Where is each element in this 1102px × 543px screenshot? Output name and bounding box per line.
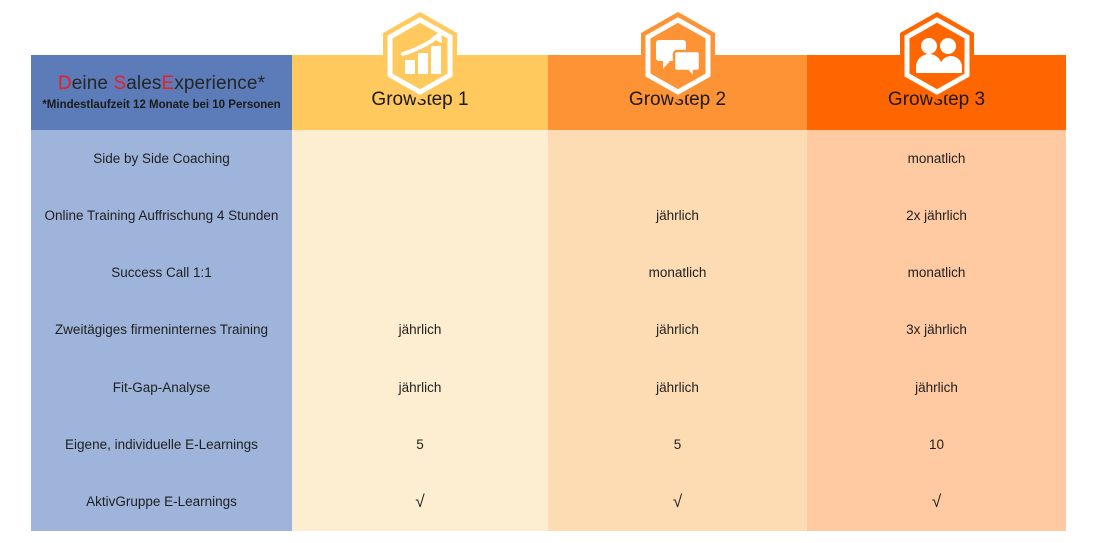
table-body: Side by Side Coaching Online Training Au… xyxy=(31,130,1066,531)
table-cell-check: √ xyxy=(672,492,683,512)
value-column-growstep-3: monatlich 2x jährlich monatlich 3x jährl… xyxy=(807,130,1066,531)
brand-title-part-4: ales xyxy=(126,73,162,95)
row-label-column: Side by Side Coaching Online Training Au… xyxy=(31,130,292,531)
brand-header-cell: Deine SalesExperience* *Mindestlaufzeit … xyxy=(31,55,292,130)
table-cell-check: √ xyxy=(931,492,942,512)
table-cell: 2x jährlich xyxy=(906,207,967,223)
column-header-growstep-2: Growstep 2 xyxy=(548,12,807,130)
brand-title-part-6: xperience* xyxy=(174,73,266,95)
table-cell: 3x jährlich xyxy=(906,322,967,338)
people-group-icon xyxy=(896,10,978,102)
table-cell: jährlich xyxy=(656,379,699,395)
table-cell-check: √ xyxy=(415,492,425,512)
row-label: Side by Side Coaching xyxy=(93,150,230,166)
brand-title-part-5: E xyxy=(161,73,175,95)
column-header-growstep-3: Growstep 3 xyxy=(807,12,1066,130)
speech-bubbles-icon xyxy=(637,10,719,102)
table-header-row: Deine SalesExperience* *Mindestlaufzeit … xyxy=(31,12,1066,130)
table-cell: jährlich xyxy=(398,379,442,395)
table-cell xyxy=(292,130,548,187)
table-cell xyxy=(292,245,548,302)
table-cell xyxy=(292,187,548,244)
row-label: Fit-Gap-Analyse xyxy=(112,379,211,395)
brand-title: Deine SalesExperience* xyxy=(57,73,266,95)
row-label: Success Call 1:1 xyxy=(111,265,212,281)
table-cell: 5 xyxy=(673,436,682,452)
table-cell: jährlich xyxy=(656,322,699,338)
table-cell: monatlich xyxy=(907,265,966,281)
row-label: Zweitägiges firmeninternes Training xyxy=(54,322,269,338)
table-cell: jährlich xyxy=(656,207,699,223)
column-header-growstep-1: Growstep 1 xyxy=(292,12,548,130)
brand-subtitle: *Mindestlaufzeit 12 Monate bei 10 Person… xyxy=(42,98,281,111)
table-cell: jährlich xyxy=(398,322,442,338)
value-column-growstep-1: jährlich jährlich 5 √ xyxy=(292,130,548,531)
table-cell xyxy=(548,130,807,187)
bar-chart-growth-icon xyxy=(379,10,461,102)
brand-title-part-1: D xyxy=(57,73,72,95)
table-cell: 10 xyxy=(928,436,945,452)
brand-title-part-3: S xyxy=(113,73,127,95)
row-label: Online Training Auffrischung 4 Stunden xyxy=(44,207,279,223)
row-label: AktivGruppe E-Learnings xyxy=(86,494,237,510)
value-column-growstep-2: jährlich monatlich jährlich jährlich 5 √ xyxy=(548,130,807,531)
row-label: Eigene, individuelle E-Learnings xyxy=(65,436,258,452)
table-cell: jährlich xyxy=(915,379,958,395)
table-cell: monatlich xyxy=(648,265,707,281)
brand-title-part-2: eine xyxy=(71,73,114,95)
comparison-table: Deine SalesExperience* *Mindestlaufzeit … xyxy=(31,10,1066,531)
table-cell: monatlich xyxy=(907,150,966,166)
table-cell: 5 xyxy=(416,436,424,452)
